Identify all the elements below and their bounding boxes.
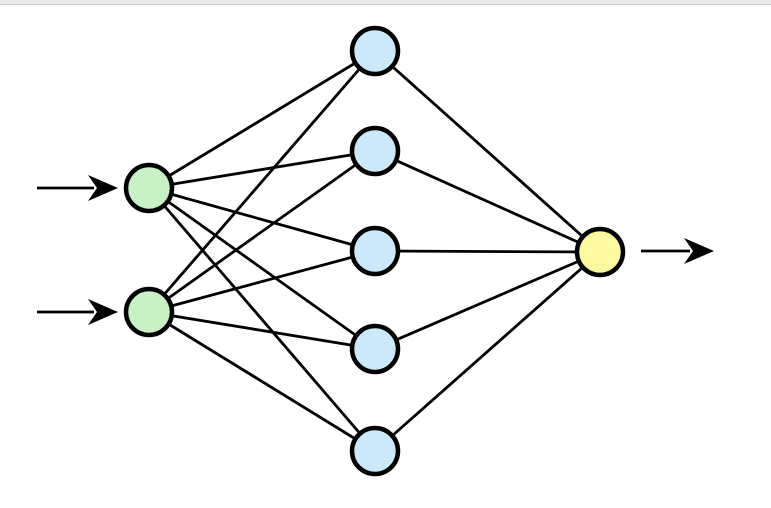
input-node xyxy=(123,162,175,214)
edge-line xyxy=(148,249,376,314)
output-node xyxy=(574,226,626,278)
window-top-strip xyxy=(0,0,771,5)
edge-line xyxy=(148,186,376,351)
edge-line xyxy=(148,310,376,351)
input-node xyxy=(123,286,175,338)
edge-line xyxy=(148,186,376,253)
hidden-node xyxy=(349,125,401,177)
hidden-node xyxy=(349,323,401,375)
output-arrow-head xyxy=(684,238,714,264)
edge-line xyxy=(148,310,376,453)
hidden-node xyxy=(349,25,401,77)
edge-line xyxy=(148,49,376,190)
edge-line xyxy=(374,250,601,453)
hidden-node xyxy=(349,425,401,477)
input-arrow-head xyxy=(88,299,118,325)
edge-line xyxy=(147,187,377,452)
edge-line xyxy=(147,50,377,313)
hidden-node xyxy=(349,225,401,277)
edge-line xyxy=(374,249,601,254)
edge-line xyxy=(148,149,376,190)
edge-line xyxy=(148,149,376,314)
edge-line xyxy=(374,250,601,351)
edge-line xyxy=(374,149,601,254)
edge-line xyxy=(374,49,601,254)
input-arrow-head xyxy=(88,175,118,201)
